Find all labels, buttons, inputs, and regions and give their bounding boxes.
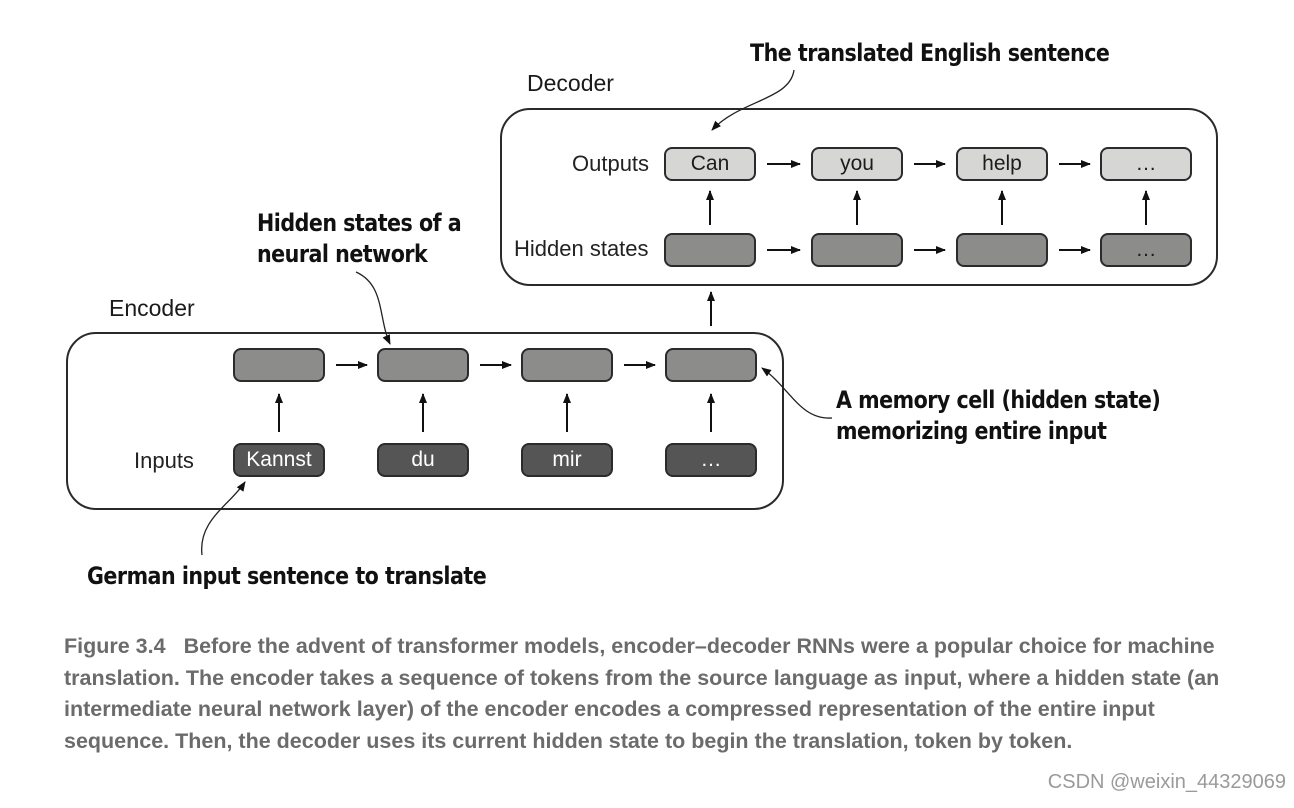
inputs-label: Inputs [134,448,194,473]
translated-sentence-callout: The translated English sentence [750,39,1110,67]
pointer-memory-cell [761,367,833,419]
decoder-output-token: help [956,147,1048,181]
encoder-input-token: mir [521,443,613,477]
encoder-hidden-state [377,348,469,382]
watermark: CSDN @weixin_44329069 [1047,771,1286,793]
decoder-output-token: you [811,147,903,181]
hidden-states-callout-line2: neural network [257,240,428,268]
hidden-states-callout-line1: Hidden states of a [257,209,462,237]
outputs-label: Outputs [572,151,650,176]
decoder-hidden-states-label: Hidden states [514,236,649,261]
encoder-title: Encoder [109,295,195,321]
encoder-input-token: Kannst [233,443,325,477]
encoder-input-token: du [377,443,469,477]
memory-cell-callout-line1: A memory cell (hidden state) [836,386,1161,414]
figure-number: Figure 3.4 [64,634,166,658]
decoder-output-token: Can [664,147,756,181]
decoder-hidden-state: … [1100,233,1192,267]
pointer-german-input [201,481,246,556]
decoder-hidden-state [956,233,1048,267]
encoder-hidden-state [233,348,325,382]
memory-cell-callout-line2: memorizing entire input [836,417,1107,445]
decoder-panel [500,108,1218,286]
encoder-input-token: … [665,443,757,477]
german-input-callout: German input sentence to translate [87,562,487,590]
encoder-hidden-state [665,348,757,382]
decoder-hidden-state [664,233,756,267]
encoder-hidden-state [521,348,613,382]
pointer-hidden-states [355,271,391,345]
decoder-hidden-state [811,233,903,267]
pointer-translated [711,69,795,131]
encoder-panel [66,332,784,510]
decoder-output-token: … [1100,147,1192,181]
caption-text: Before the advent of transformer models,… [64,634,1220,753]
decoder-title: Decoder [527,70,614,96]
